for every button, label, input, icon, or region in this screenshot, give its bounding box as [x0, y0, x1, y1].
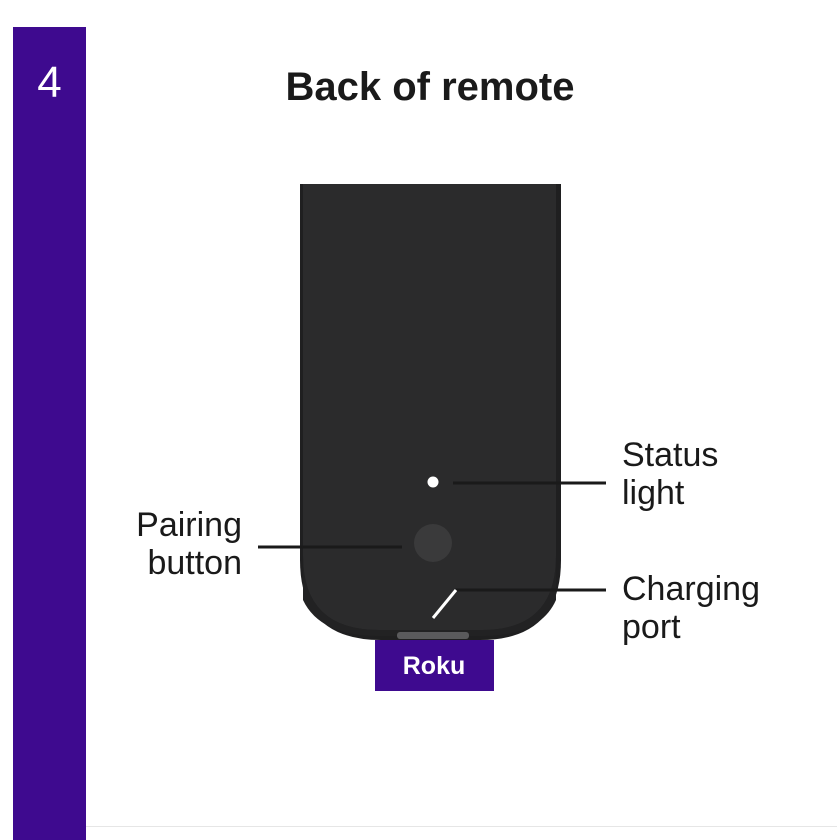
charging-port-label-line2: port: [622, 608, 681, 646]
step-number: 4: [37, 58, 62, 107]
charging-port-label: Charging port: [622, 570, 760, 646]
status-light-label-line1: Status: [622, 436, 719, 474]
charging-port-label-line1: Charging: [622, 570, 760, 608]
page-title: Back of remote: [285, 65, 575, 109]
step-sidebar: 4: [13, 27, 86, 840]
remote-back: [300, 184, 561, 640]
pairing-button: [414, 524, 452, 562]
pairing-button-label: Pairing button: [118, 506, 242, 582]
charging-port: [397, 632, 469, 639]
status-light-label: Status light: [622, 436, 718, 512]
bottom-divider: [86, 826, 837, 827]
charging-port-leader-light: [431, 589, 458, 619]
roku-logo-text: Roku: [403, 652, 466, 680]
status-light: [427, 476, 439, 488]
pairing-button-label-line2: button: [147, 544, 242, 582]
status-light-label-line2: light: [622, 474, 685, 512]
pairing-button-label-line1: Pairing: [136, 506, 242, 544]
roku-logo-tag: Roku: [375, 640, 494, 691]
